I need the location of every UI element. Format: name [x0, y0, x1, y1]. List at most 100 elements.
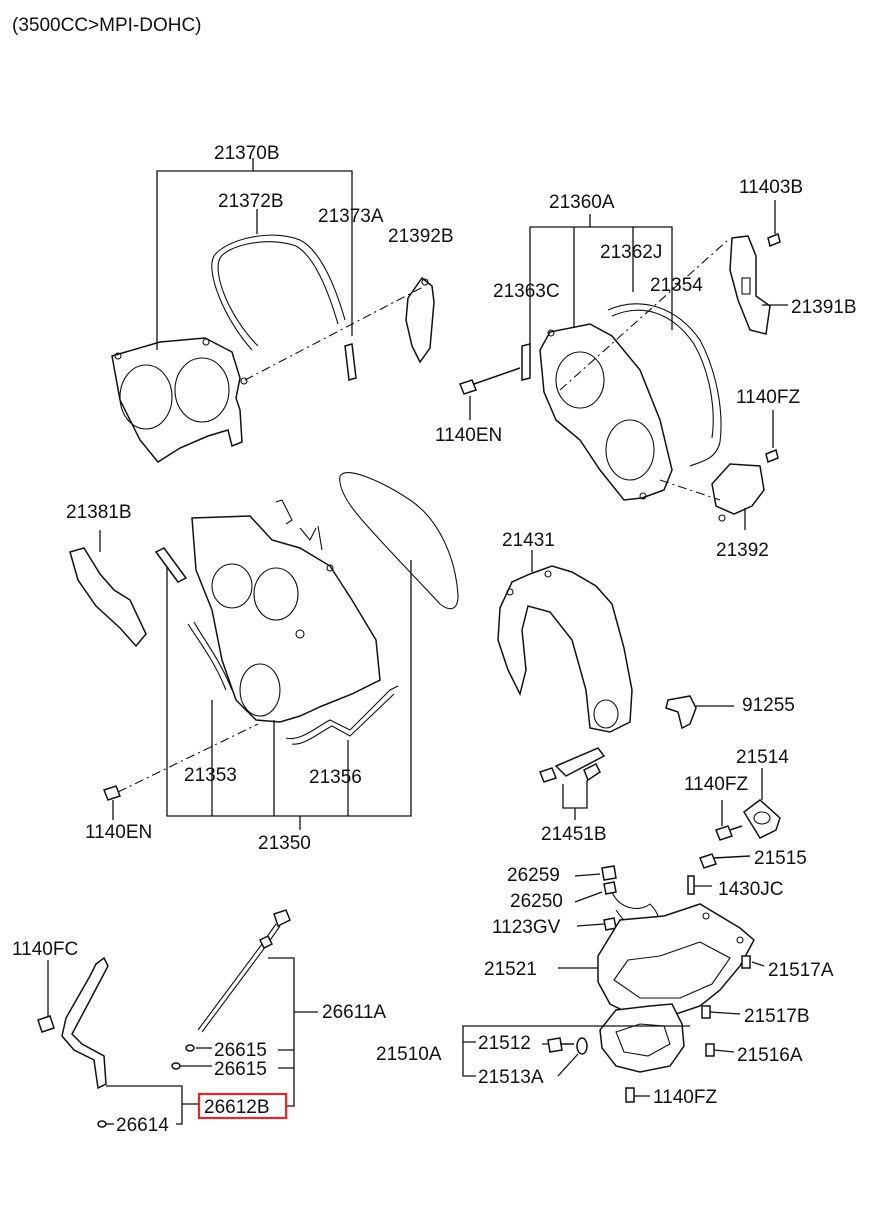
label-11403B: 11403B [739, 177, 803, 198]
label-21373A: 21373A [318, 206, 384, 227]
rear-plate-21431[interactable] [497, 565, 633, 733]
label-21512: 21512 [478, 1033, 531, 1054]
leader-26612B [106, 1085, 198, 1125]
oil-pan-upper-21521[interactable] [597, 903, 755, 1017]
drain-gasket-21513A[interactable] [576, 1037, 588, 1055]
leader-21360A [529, 214, 673, 346]
bolt-21517A[interactable] [741, 955, 751, 969]
label-21372B: 21372B [218, 191, 284, 212]
bolt-1140EN-mid[interactable] [103, 785, 121, 801]
seal-strip-left[interactable] [154, 547, 188, 583]
pin-1430JC[interactable] [687, 875, 695, 895]
seal-strips-upper[interactable] [275, 499, 323, 551]
bracket-21392[interactable] [711, 463, 765, 522]
label-21370B: 21370B [214, 143, 280, 164]
bracket-21392B[interactable] [405, 276, 435, 364]
centerline-top-left [244, 285, 426, 381]
bolt-1140FC[interactable] [37, 1015, 55, 1033]
label-21353: 21353 [184, 765, 237, 786]
label-21431: 21431 [502, 530, 555, 551]
label-1123GV: 1123GV [492, 917, 561, 938]
centerline-top-right-lower [659, 479, 721, 501]
label-21360A: 21360A [549, 192, 615, 213]
bolt-11403B[interactable] [767, 232, 781, 248]
bolt-26259[interactable] [601, 865, 617, 881]
label-26614: 26614 [116, 1115, 169, 1136]
bracket-91255[interactable] [665, 695, 697, 730]
bolt-21517B[interactable] [701, 1005, 711, 1019]
label-1140EN-top: 1140EN [435, 425, 502, 446]
bolt-1140FZ-top[interactable] [765, 448, 779, 464]
timing-belt-upper-cover-right[interactable] [539, 323, 673, 501]
timing-cover-lower-21350[interactable] [191, 515, 381, 723]
leader-21516A [713, 1049, 735, 1053]
label-21354: 21354 [650, 275, 703, 296]
engine-spec-header: (3500CC>MPI-DOHC) [12, 15, 202, 36]
o-ring-26615-a[interactable] [185, 1044, 195, 1052]
label-21392B: 21392B [388, 226, 454, 247]
label-21517B: 21517B [744, 1006, 810, 1027]
label-26615-b: 26615 [214, 1059, 267, 1080]
leader-21350 [166, 560, 412, 830]
label-1140FC: 1140FC [12, 939, 78, 960]
label-26612B[interactable]: 26612B [204, 1097, 270, 1118]
leader-21370B [156, 158, 353, 350]
label-1140EN-mid: 1140EN [85, 822, 152, 843]
label-26615-a: 26615 [214, 1040, 267, 1061]
centerline-mid-left [117, 723, 259, 793]
label-21513A: 21513A [478, 1067, 544, 1088]
label-21391B: 21391B [791, 297, 857, 318]
leader-21517A [751, 961, 765, 967]
leader-26611A [268, 957, 318, 1107]
leader-1123GV [576, 923, 605, 927]
gasket-21514[interactable] [743, 799, 781, 839]
drain-plug-21512[interactable] [547, 1037, 574, 1053]
leader-21517B [709, 1011, 741, 1015]
sensor-21451B[interactable] [539, 747, 606, 783]
leader-21451B [562, 780, 588, 820]
label-21517A: 21517A [768, 960, 834, 981]
o-ring-26614[interactable] [97, 1120, 107, 1128]
label-21521: 21521 [484, 959, 537, 980]
o-ring-26615-b[interactable] [171, 1062, 181, 1070]
leader-26259 [574, 873, 601, 877]
bracket-21391B[interactable] [729, 235, 771, 335]
cover-gasket-21353[interactable] [187, 621, 233, 691]
label-21514: 21514 [736, 747, 789, 768]
bolt-21516A[interactable] [705, 1043, 715, 1057]
dipstick-tube[interactable] [61, 956, 109, 1090]
label-21350: 21350 [258, 833, 311, 854]
label-21356: 21356 [309, 767, 362, 788]
leader-26250 [574, 891, 603, 903]
timing-belt[interactable] [339, 472, 459, 610]
label-21516A: 21516A [737, 1045, 803, 1066]
bolt-1140FZ-bot[interactable] [625, 1087, 635, 1103]
label-21362J: 21362J [600, 242, 662, 263]
timing-belt-upper-cover-left[interactable] [111, 337, 248, 463]
label-26259: 26259 [507, 865, 560, 886]
seal-21363C[interactable] [521, 343, 531, 381]
label-91255: 91255 [742, 695, 795, 716]
dipstick-26611A[interactable] [197, 909, 291, 1033]
bolt-21515[interactable] [699, 853, 751, 869]
label-21510A: 21510A [376, 1044, 442, 1065]
label-26250: 26250 [510, 891, 563, 912]
bolt-1140EN-top[interactable] [459, 367, 521, 395]
label-26611A: 26611A [322, 1002, 386, 1023]
cover-gasket-21372B[interactable] [211, 234, 346, 351]
label-21381B: 21381B [66, 502, 132, 523]
label-1140FZ-mid: 1140FZ [684, 774, 748, 795]
label-21363C: 21363C [493, 281, 560, 302]
leader-21510A [462, 1025, 690, 1077]
cover-gasket-21354[interactable] [607, 303, 722, 467]
bolt-1140FZ-mid[interactable] [715, 825, 743, 841]
label-21451B: 21451B [541, 824, 607, 845]
oil-pan-lower-21510A[interactable] [599, 1003, 685, 1073]
seal-21373A[interactable] [344, 343, 357, 381]
label-1430JC: 1430JC [718, 879, 784, 900]
cover-gasket-21356[interactable] [285, 685, 399, 745]
bracket-21381B[interactable] [69, 547, 147, 648]
label-21392: 21392 [716, 540, 769, 561]
